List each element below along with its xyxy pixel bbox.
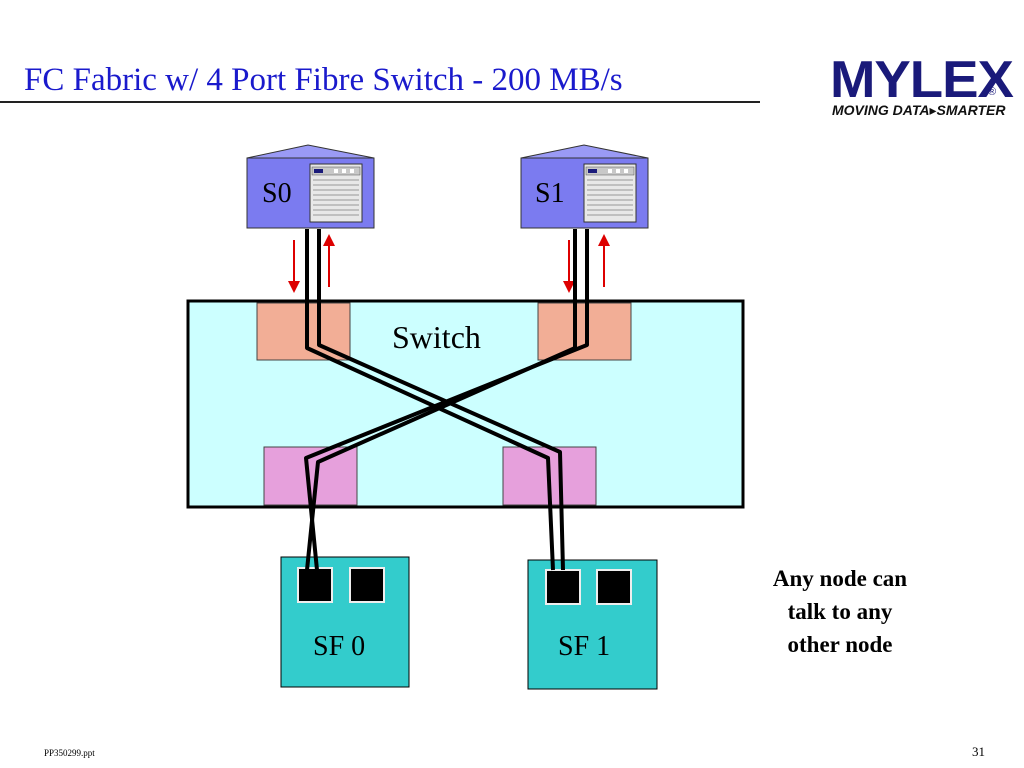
storage-sf0 bbox=[280, 556, 410, 688]
link-s0-sf1-a bbox=[305, 229, 555, 571]
mylex-logo: MYLEX ® MOVING DATA▸SMARTER bbox=[830, 51, 1014, 126]
server-s0 bbox=[246, 144, 375, 229]
server-icon bbox=[583, 163, 637, 223]
drive-bay-icon bbox=[349, 567, 385, 603]
server-s1 bbox=[520, 144, 649, 229]
note-line-2: talk to any bbox=[787, 599, 893, 624]
server-icon bbox=[309, 163, 363, 223]
drive-bay-icon bbox=[545, 569, 581, 605]
logo-wordmark: MYLEX bbox=[830, 51, 1014, 109]
note-line-1: Any node can bbox=[772, 566, 908, 591]
drive-bay-icon bbox=[596, 569, 632, 605]
footer-page-number: 31 bbox=[972, 744, 985, 759]
storage-sf0-label: SF 0 bbox=[313, 631, 366, 662]
drive-bay-icon bbox=[297, 567, 333, 603]
logo-registered-mark: ® bbox=[988, 86, 997, 98]
title-underline bbox=[0, 101, 760, 103]
server-s1-label: S1 bbox=[535, 178, 565, 209]
footer-filename: PP350299.ppt bbox=[44, 748, 95, 758]
link-s1-sf0-b bbox=[304, 229, 589, 571]
annotation-note: Any node can talk to any other node bbox=[750, 562, 930, 661]
server-s0-label: S0 bbox=[262, 178, 292, 209]
storage-sf1-label: SF 1 bbox=[558, 631, 611, 662]
switch-label: Switch bbox=[392, 319, 481, 355]
logo-tagline: MOVING DATA▸SMARTER bbox=[832, 102, 1006, 118]
fibre-links bbox=[304, 229, 589, 571]
link-s0-sf1-b bbox=[317, 229, 565, 571]
note-line-3: other node bbox=[787, 632, 893, 657]
page-title: FC Fabric w/ 4 Port Fibre Switch - 200 M… bbox=[24, 62, 623, 98]
switch-port-top-right bbox=[537, 302, 632, 361]
storage-sf1 bbox=[527, 559, 658, 690]
